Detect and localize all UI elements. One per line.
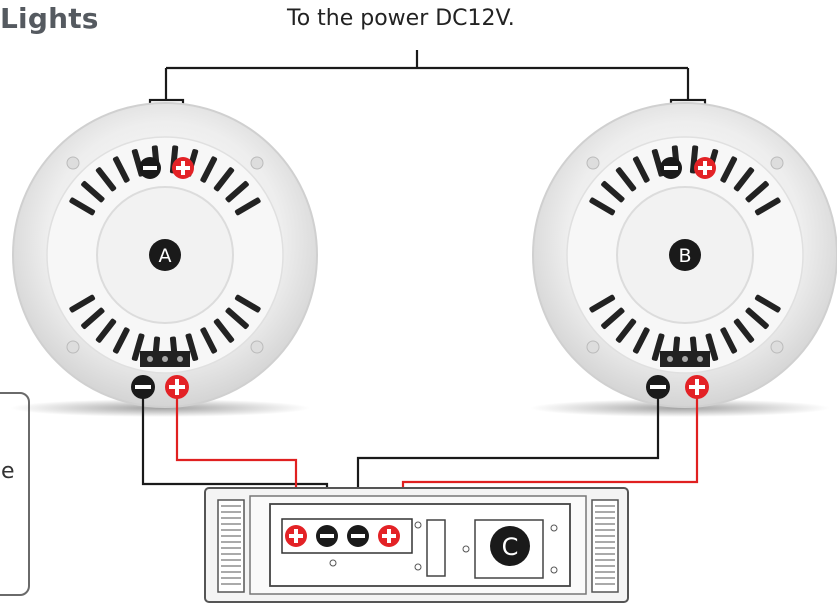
grille-slot [754,294,781,313]
grille-slot [615,318,637,343]
grille-slot [200,156,218,183]
grille-slot [733,318,755,343]
speaker-b: B [532,102,837,408]
speaker-a: A [12,102,318,408]
grille-slot [234,197,261,216]
grille-slot [213,167,235,192]
grille-slot [720,327,738,354]
speaker-b-shadow [530,399,830,417]
grille-slot [733,167,755,192]
grille-slot [234,294,261,313]
speaker-a-label-badge [149,239,181,271]
speaker-b-bottom-plus-terminal [685,375,709,399]
speaker-a-top-minus-terminal [139,157,161,179]
grille-slot [589,294,616,313]
speaker-a-shadow [10,399,310,417]
grille-slot [69,197,96,216]
amp-plus-terminal-2 [378,525,400,547]
speaker-a-letter: A [159,245,172,267]
amplifier-label-badge [490,526,530,566]
grille-slot [632,156,650,183]
grille-slot [745,181,769,203]
speaker-a-bottom-plus-terminal [165,375,189,399]
grille-slot [95,167,117,192]
grille-slot [112,156,130,183]
grille-slot [69,294,96,313]
grille-slot [81,181,105,203]
speaker-a-bottom-minus-terminal [131,375,155,399]
grille-slot [754,197,781,216]
grille-slot [81,307,105,329]
grille-slot [213,318,235,343]
speaker-b-label-badge [669,239,701,271]
grille-slot [185,333,199,361]
page-title: Lights [0,2,99,35]
grille-slot [601,307,625,329]
grille-slot [589,197,616,216]
amplifier-unit: C [204,487,629,603]
amp-plus-terminal-1 [285,525,307,547]
grille-slot [95,318,117,343]
grille-slot [720,156,738,183]
speaker-b-top-plus-terminal [694,157,716,179]
grille-slot [225,181,249,203]
speaker-a-top-plus-terminal [172,157,194,179]
amplifier-left-vent [217,499,245,593]
grille-slot [632,327,650,354]
grille-slot [651,333,665,361]
speaker-b-letter: B [678,245,691,267]
speaker-b-top-minus-terminal [660,157,682,179]
grille-slot [200,327,218,354]
amp-minus-terminal-1 [316,525,338,547]
speaker-b-bottom-minus-terminal [646,375,670,399]
amplifier-right-vent [591,499,619,593]
amp-minus-terminal-2 [347,525,369,547]
power-supply-label: To the power DC12V. [287,6,515,31]
side-note-text: e [1,459,15,484]
grille-slot [112,327,130,354]
side-note-box: e [0,392,30,596]
grille-slot [225,307,249,329]
grille-slot [705,333,719,361]
grille-slot [615,167,637,192]
grille-slot [601,181,625,203]
grille-slot [745,307,769,329]
grille-slot [131,333,145,361]
amplifier-letter: C [502,533,519,561]
